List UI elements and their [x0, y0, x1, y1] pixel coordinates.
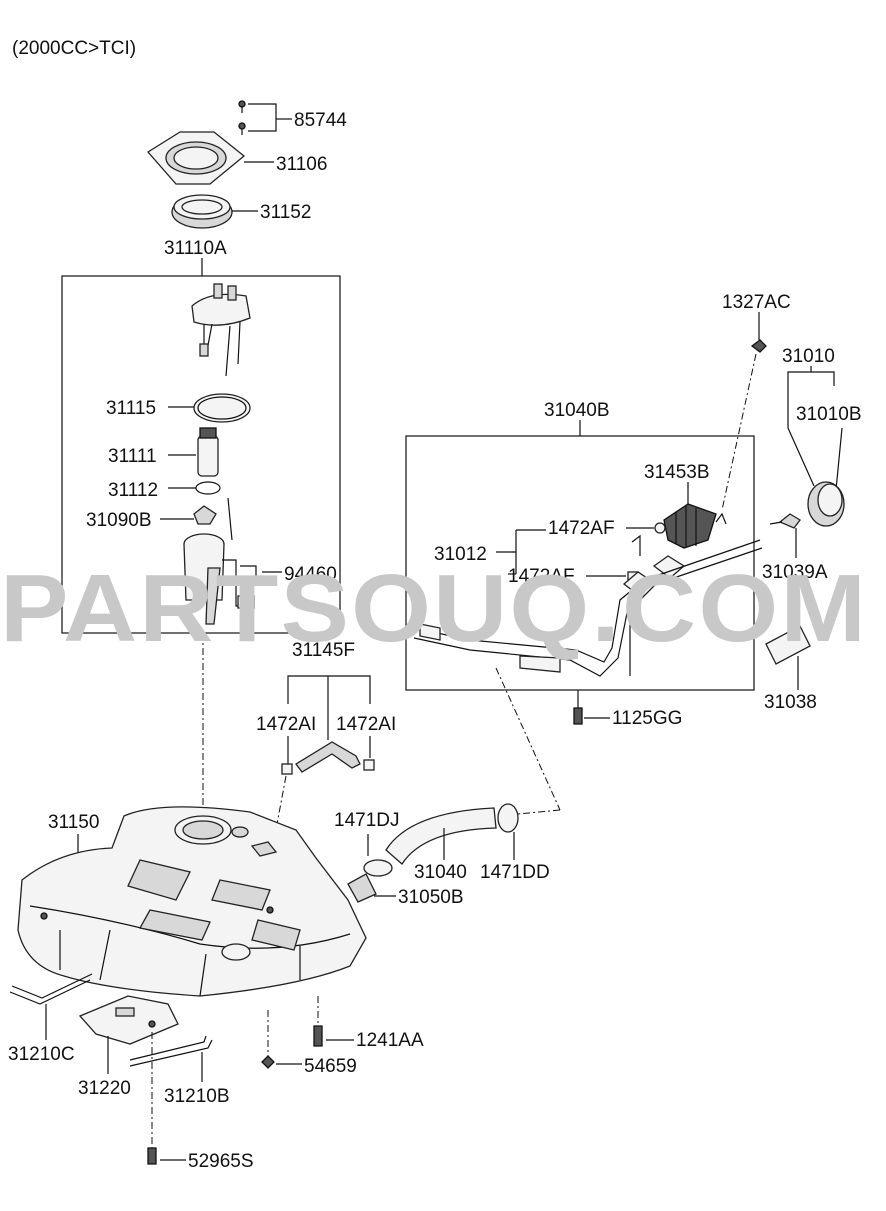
hose-clip-icon — [654, 522, 666, 534]
fuel-pump-31111-icon — [197, 427, 219, 477]
label-31111: 31111 — [108, 446, 157, 467]
label-54659: 54659 — [304, 1056, 357, 1077]
label-31150: 31150 — [48, 812, 99, 833]
pump-module-assembly-box — [61, 275, 341, 634]
filler-hose-31040-icon — [385, 807, 497, 865]
label-31010B: 31010B — [796, 404, 862, 425]
watermark: PARTSOUQ.COM — [0, 555, 868, 662]
grommet-31050B-icon — [347, 873, 377, 903]
filler-neck-pipe-icon — [413, 539, 763, 677]
bolt-52965S-icon — [147, 1147, 157, 1165]
gasket-31115-icon — [193, 393, 251, 423]
label-31040B: 31040B — [544, 400, 610, 421]
label-31115: 31115 — [106, 398, 156, 419]
nut-1327AC-icon — [750, 339, 767, 353]
label-31152: 31152 — [260, 202, 311, 223]
label-1327AC: 1327AC — [722, 292, 791, 313]
label-1472AI-right: 1472AI — [336, 714, 396, 735]
label-31210B: 31210B — [164, 1086, 230, 1107]
label-1472AF-bot: 1472AF — [508, 566, 575, 587]
clip-1472AI-left-icon — [281, 763, 293, 775]
label-1241AA: 1241AA — [356, 1030, 424, 1051]
filler-neck-assembly-box — [405, 435, 755, 691]
clamp-1471DD-icon — [497, 803, 519, 833]
vent-hose-31145F-icon — [295, 741, 361, 773]
label-94460: 94460 — [284, 564, 337, 585]
diagram-title: (2000CC>TCI) — [12, 38, 136, 59]
tank-strap-31210C-icon — [9, 973, 93, 1040]
cover-plate-31106-icon — [147, 131, 246, 185]
label-31040: 31040 — [414, 862, 467, 883]
label-31012: 31012 — [434, 544, 487, 565]
label-31112: 31112 — [108, 480, 158, 501]
label-31106: 31106 — [276, 154, 327, 175]
label-31090B: 31090B — [86, 510, 152, 531]
label-31050B: 31050B — [398, 887, 464, 908]
nut-54659-icon — [261, 1055, 275, 1069]
label-31145F: 31145F — [292, 640, 355, 661]
fuel-cap-31010-icon — [807, 481, 845, 527]
pad-31038-icon — [765, 625, 811, 665]
screw-31039A-icon — [778, 513, 801, 529]
label-1471DD: 1471DD — [480, 862, 550, 883]
clip-1472AI-right-icon — [363, 759, 375, 771]
label-31039A: 31039A — [762, 562, 828, 583]
clip-31090B-icon — [193, 505, 217, 525]
label-1125GG: 1125GG — [612, 708, 682, 729]
label-52965S: 52965S — [188, 1151, 254, 1172]
heat-shield-31220-icon — [78, 995, 179, 1045]
label-31210C: 31210C — [8, 1044, 75, 1065]
fuel-tank-31150-icon — [17, 806, 367, 997]
label-31010: 31010 — [782, 346, 835, 367]
label-31110A: 31110A — [164, 238, 227, 259]
label-31038: 31038 — [764, 692, 817, 713]
bolt-1241AA-icon — [313, 1025, 323, 1047]
label-31220: 31220 — [78, 1078, 131, 1099]
label-1472AI-left: 1472AI — [256, 714, 316, 735]
tank-strap-31210B-icon — [129, 1035, 213, 1067]
label-85744: 85744 — [294, 110, 347, 131]
label-1471DJ: 1471DJ — [334, 810, 400, 831]
screw-85744-icon — [238, 100, 246, 135]
bolt-1125GG-icon — [573, 707, 583, 725]
label-1472AF-top: 1472AF — [548, 518, 615, 539]
canister-filter-31453B-icon — [663, 503, 717, 549]
label-31453B: 31453B — [644, 462, 710, 483]
pump-reservoir-icon — [183, 497, 255, 625]
lock-ring-31152-icon — [171, 194, 233, 229]
o-ring-31112-icon — [195, 481, 221, 495]
clamp-1471DJ-icon — [363, 859, 393, 877]
pump-flange-icon — [191, 283, 251, 377]
